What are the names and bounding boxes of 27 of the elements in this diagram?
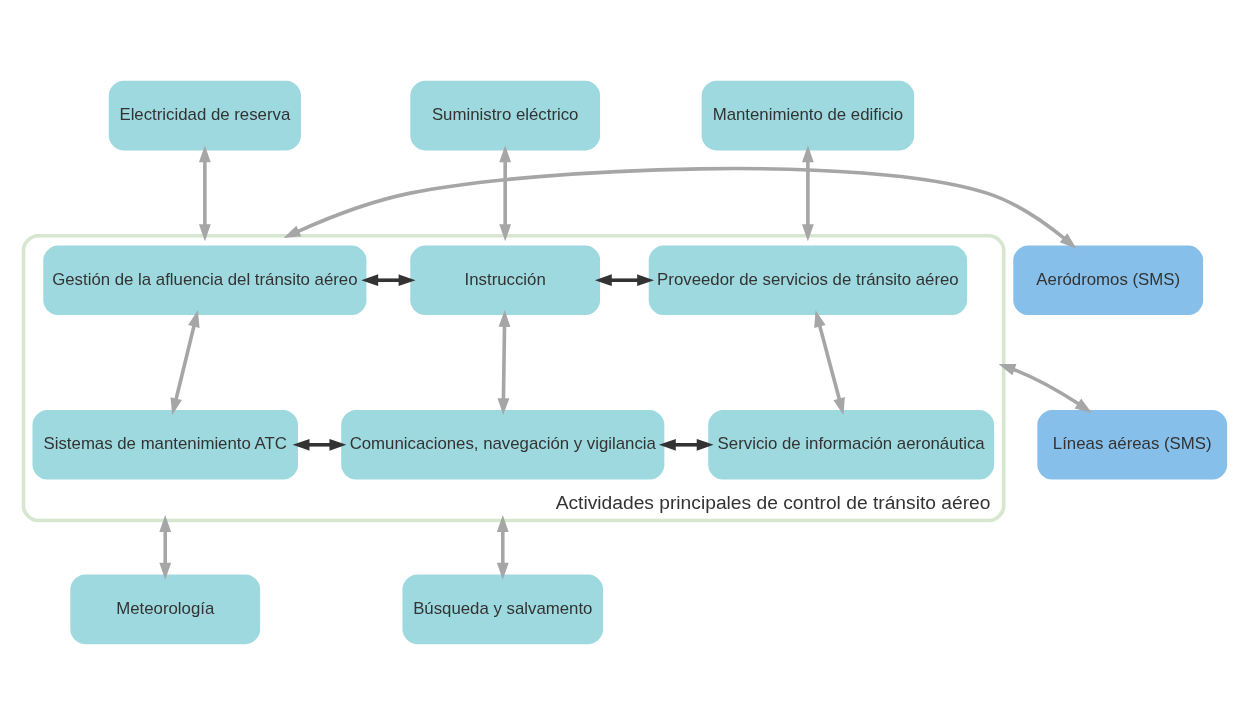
node-box: Mantenimiento de edificio (701, 80, 915, 150)
node-box: Proveedor de servicios de tránsito aéreo (648, 244, 968, 315)
arrow (497, 309, 511, 415)
arrow (499, 144, 512, 241)
arrow (198, 144, 211, 241)
arrow (170, 309, 200, 415)
arrow (496, 514, 509, 580)
node-box: Gestión de la afluencia del tránsito aéreo (43, 244, 367, 315)
node-box: Meteorología (70, 574, 261, 644)
arrow (361, 273, 416, 286)
node-box: Líneas aéreas (SMS) (1037, 409, 1228, 480)
node-box: Electricidad de reserva (108, 80, 301, 150)
node-box: Búsqueda y salvamento (402, 574, 604, 644)
arrow (814, 309, 845, 415)
arrow (283, 166, 1077, 249)
node-box: Servicio de información aeronáutica (708, 409, 995, 480)
arrow (998, 363, 1092, 413)
arrow (802, 144, 814, 241)
node-box: Sistemas de mantenimiento ATC (32, 409, 298, 480)
arrow (159, 514, 172, 580)
arrow (594, 273, 655, 286)
node-box: Instrucción (410, 244, 601, 315)
node-box: Suministro eléctrico (410, 80, 601, 150)
node-box: Aeródromos (SMS) (1013, 244, 1204, 315)
node-box: Comunicaciones, navegación y vigilancia (341, 409, 665, 480)
arrow (658, 438, 714, 451)
arrow (292, 438, 347, 451)
